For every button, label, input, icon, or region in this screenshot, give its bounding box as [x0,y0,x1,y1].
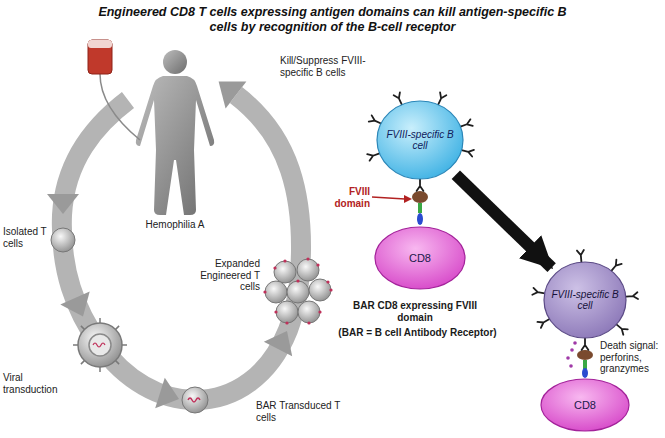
step-label: Expanded Engineered T cells [198,258,260,293]
b-cell: FVIII-specific B cell [376,100,464,180]
b-cell-receptor [369,115,381,123]
cd8-t-cell: CD8 [374,226,466,290]
b-cell-receptor [611,260,621,271]
bar-dot [326,280,329,283]
b-cell-receptor [394,92,402,104]
blood-bag [88,40,112,74]
figure-title: Engineered CD8 T cells expressing antige… [90,5,575,35]
t-cell [276,301,298,323]
bar-dot [283,259,286,262]
t-cell [298,301,320,323]
death-signal-granules [566,341,577,368]
bar-dot [274,310,277,313]
virus-spike [81,361,85,365]
cycle-arrowhead [155,378,179,408]
t-cell [182,387,208,413]
bar-hinge [418,203,422,213]
bar-dot [263,290,266,293]
granule [573,341,577,345]
bar-dot [307,321,310,324]
fviii-domain [412,191,428,203]
cell-membrane [541,379,629,431]
patient-label: Hemophilia A [135,219,215,231]
b-cell-receptor [582,338,589,350]
patient-head [163,50,187,74]
bar-dot [318,310,321,313]
b-cell-receptor [438,92,446,104]
virus-icon [73,318,127,372]
t-cell [309,279,331,301]
cell-label: FVIII-specific B cell [384,129,456,152]
leader-arrowhead [404,195,412,203]
cycle-arrowhead [219,82,247,109]
cell-membrane [375,227,465,289]
virus-core [89,334,111,356]
cell-label: CD8 [409,252,431,265]
virus-genome [93,343,105,347]
cd8-t-cell: CD8 [540,378,630,432]
bar-transmembrane [417,213,423,225]
b-cell: FVIII-specific B cell [543,261,627,339]
step-label: BAR Transduced T cells [256,400,346,423]
virus-spike [116,326,120,330]
b-cell-receptor [462,150,474,157]
t-cell [274,261,296,283]
t-cell [51,228,75,252]
bar-dot [306,257,309,260]
cycle-arrowhead [264,331,292,356]
blood-bag-top [88,40,112,48]
granule [569,364,573,368]
step-label: Viral transduction [3,372,67,395]
granule [566,356,570,360]
mechanism-label: Death signal: perforins, granzymes [600,340,663,375]
bar-dots [263,257,332,324]
bar-dot [273,266,276,269]
cell-membrane [377,101,463,179]
expanded-cells [263,257,332,324]
b-cell-receptor [616,324,627,334]
t-cell [265,281,287,303]
b-cell-receptor [626,292,638,299]
cell-membrane [544,262,626,338]
bar-dot [285,321,288,324]
definition-note: (BAR = B cell Antibody Receptor) [330,327,505,339]
b-cell-receptor [537,319,549,328]
process-arrow [456,175,552,268]
construct-label: BAR CD8 expressing FVIII domain [340,300,490,323]
step-label: Kill/Suppress FVIII-specific B cells [280,55,378,78]
leader-line [372,197,405,199]
t-cell [287,281,309,303]
virus-spike [81,326,85,330]
b-cell-receptor [460,119,472,126]
b-cell-receptor [577,250,584,262]
cell-label: CD8 [574,399,596,412]
t-cell [297,259,319,281]
domain-label: FVIII domain [326,186,370,209]
step-label: Isolated T cells [3,226,49,249]
b-cell-receptor [417,179,424,191]
cell-label: FVIII-specific B cell [551,289,619,312]
b-cell-receptor [532,288,544,295]
bar-dot [329,288,332,291]
granule [570,348,574,352]
bar-dot [296,279,299,282]
cycle-arrowhead [60,292,89,317]
b-cell-receptor [367,153,379,160]
bar-transmembrane [582,368,588,378]
bar-hinge [583,360,587,369]
fviii-domain [577,350,593,360]
bar-dot [316,263,319,266]
patient-body [136,76,214,215]
cycle-arrowhead [47,194,79,214]
transgene [188,398,200,402]
virus-spike [116,361,120,365]
infusion-tube [100,74,140,140]
virus-capsid [78,323,122,367]
